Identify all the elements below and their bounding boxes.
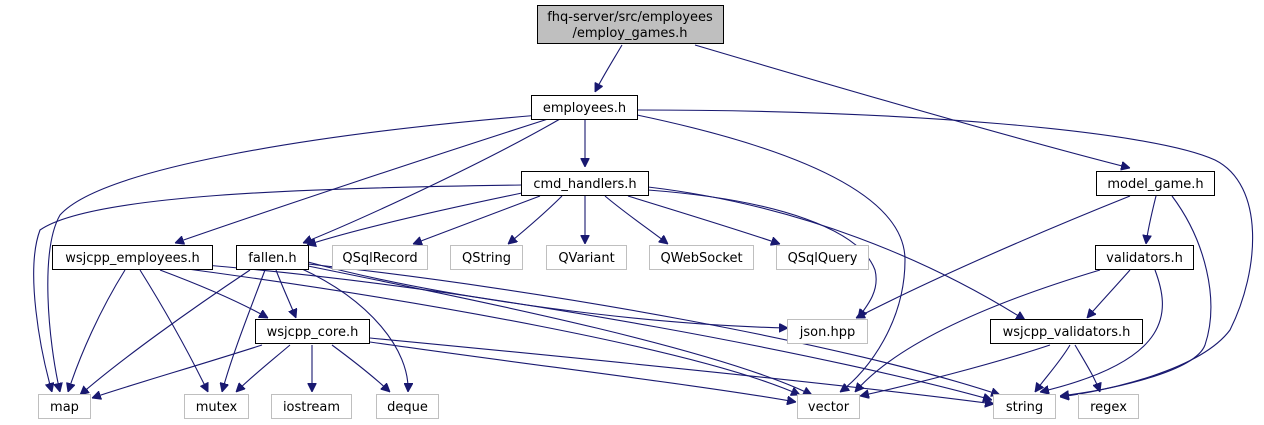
node-employees-label: employees.h bbox=[543, 101, 626, 116]
node-string[interactable]: string bbox=[993, 394, 1056, 419]
node-model-game[interactable]: model_game.h bbox=[1096, 171, 1215, 196]
edge-validators-string bbox=[1040, 269, 1163, 392]
node-fallen-label: fallen.h bbox=[248, 251, 296, 266]
edge-fallen-json bbox=[307, 261, 788, 328]
node-validators[interactable]: validators.h bbox=[1095, 245, 1194, 270]
node-qwebsocket-label: QWebSocket bbox=[660, 251, 742, 266]
edge-wsjcpp-core-mutex bbox=[236, 344, 291, 392]
node-mutex[interactable]: mutex bbox=[184, 394, 249, 419]
edge-wsjcpp-employees-string bbox=[204, 264, 992, 400]
node-map-label: map bbox=[50, 400, 79, 415]
node-qstring[interactable]: QString bbox=[450, 245, 523, 270]
node-wsjcpp-core[interactable]: wsjcpp_core.h bbox=[255, 319, 370, 344]
edge-employees-vector bbox=[636, 114, 906, 392]
node-employees[interactable]: employees.h bbox=[531, 95, 638, 120]
edge-cmd-handlers-qsqlquery bbox=[627, 195, 780, 244]
edge-wsjcpp-employees-wsjcpp-core bbox=[159, 269, 268, 318]
edge-fallen-deque bbox=[299, 267, 408, 392]
node-qsqlquery[interactable]: QSqlQuery bbox=[776, 245, 869, 270]
edge-cmd-handlers-qwebsocket bbox=[604, 195, 668, 244]
node-fallen[interactable]: fallen.h bbox=[236, 245, 309, 270]
node-wsjcpp-core-label: wsjcpp_core.h bbox=[267, 325, 359, 340]
edge-fallen-wsjcpp-core bbox=[275, 269, 296, 318]
edge-cmd-handlers-wsjcpp-validators bbox=[647, 186, 1025, 320]
node-json[interactable]: json.hpp bbox=[787, 319, 868, 344]
node-qvariant[interactable]: QVariant bbox=[546, 245, 627, 270]
edge-wsjcpp-core-deque bbox=[331, 344, 390, 392]
node-wsjcpp-validators-label: wsjcpp_validators.h bbox=[1003, 325, 1131, 340]
edge-root-employees bbox=[594, 44, 623, 92]
node-cmd-handlers-label: cmd_handlers.h bbox=[533, 177, 636, 192]
node-deque-label: deque bbox=[387, 400, 428, 415]
node-qvariant-label: QVariant bbox=[558, 251, 614, 266]
node-validators-label: validators.h bbox=[1106, 251, 1183, 266]
node-deque[interactable]: deque bbox=[376, 394, 439, 419]
edge-fallen-mutex bbox=[222, 269, 266, 392]
node-string-label: string bbox=[1006, 400, 1043, 415]
edge-cmd-handlers-qstring bbox=[508, 195, 563, 244]
edge-fallen-map bbox=[80, 269, 251, 395]
edge-model-game-json bbox=[856, 195, 1131, 319]
edges bbox=[33, 44, 1254, 404]
edge-fallen-string bbox=[307, 263, 1000, 395]
edge-wsjcpp-validators-string bbox=[1035, 344, 1071, 392]
node-regex[interactable]: regex bbox=[1078, 394, 1139, 419]
edge-fallen-vector bbox=[307, 265, 812, 395]
edge-root-model-game bbox=[694, 44, 1130, 168]
node-wsjcpp-employees[interactable]: wsjcpp_employees.h bbox=[52, 245, 213, 270]
edge-employees-fallen bbox=[303, 118, 561, 243]
node-iostream-label: iostream bbox=[283, 400, 340, 415]
node-vector-label: vector bbox=[808, 400, 850, 415]
node-regex-label: regex bbox=[1090, 400, 1127, 415]
edge-wsjcpp-employees-map bbox=[68, 269, 126, 392]
edge-wsjcpp-core-map bbox=[92, 344, 263, 398]
nodes: fhq-server/src/employees /employ_games.h… bbox=[38, 5, 1215, 419]
edge-wsjcpp-validators-vector bbox=[860, 344, 1051, 396]
node-cmd-handlers[interactable]: cmd_handlers.h bbox=[521, 171, 649, 196]
edge-employees-wsjcpp-employees bbox=[175, 118, 549, 243]
node-qwebsocket[interactable]: QWebSocket bbox=[649, 245, 754, 270]
edge-employees-map bbox=[47, 114, 541, 392]
edge-cmd-handlers-fallen bbox=[307, 192, 523, 245]
edge-wsjcpp-validators-regex bbox=[1074, 344, 1100, 392]
node-root-line1: fhq-server/src/employees bbox=[547, 10, 713, 25]
edge-cmd-handlers-map bbox=[33, 184, 523, 392]
edge-wsjcpp-core-vector bbox=[369, 341, 796, 402]
node-map[interactable]: map bbox=[38, 394, 91, 419]
node-model-game-label: model_game.h bbox=[1107, 177, 1203, 192]
edge-wsjcpp-employees-mutex bbox=[139, 269, 208, 392]
node-wsjcpp-validators[interactable]: wsjcpp_validators.h bbox=[990, 319, 1143, 344]
edge-wsjcpp-core-string bbox=[369, 337, 994, 404]
node-wsjcpp-employees-label: wsjcpp_employees.h bbox=[65, 251, 199, 266]
edge-validators-vector bbox=[855, 269, 1101, 392]
edge-model-game-validators bbox=[1146, 195, 1157, 244]
node-qsqlquery-label: QSqlQuery bbox=[788, 251, 858, 266]
node-json-label: json.hpp bbox=[799, 325, 855, 340]
node-qstring-label: QString bbox=[462, 251, 511, 266]
edge-cmd-handlers-qsqlrecord bbox=[413, 195, 541, 244]
edge-validators-wsjcpp-validators bbox=[1087, 269, 1131, 318]
node-qsqlrecord-label: QSqlRecord bbox=[342, 251, 417, 266]
node-mutex-label: mutex bbox=[196, 400, 238, 415]
edge-model-game-string bbox=[1060, 195, 1212, 396]
node-root[interactable]: fhq-server/src/employees /employ_games.h bbox=[537, 5, 724, 44]
node-vector[interactable]: vector bbox=[797, 394, 860, 419]
edge-employees-string bbox=[636, 109, 1254, 397]
node-root-line2: /employ_games.h bbox=[572, 26, 687, 41]
node-qsqlrecord[interactable]: QSqlRecord bbox=[332, 245, 428, 270]
node-iostream[interactable]: iostream bbox=[271, 394, 352, 419]
